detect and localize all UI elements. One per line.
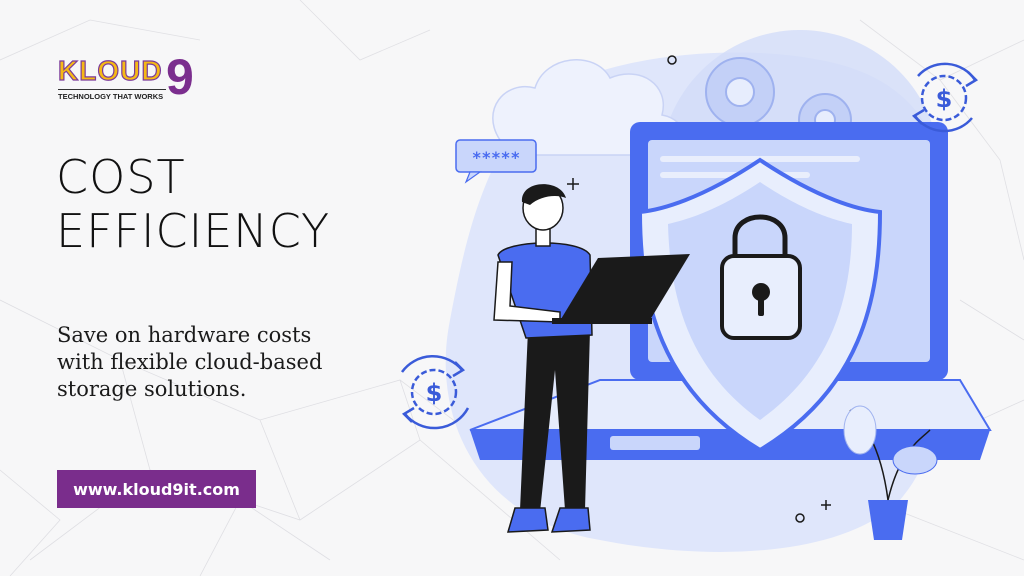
password-bubble-text: ***** [472,148,520,167]
dollar-gear-cycle-icon-left: $ [400,355,470,430]
svg-text:$: $ [426,379,443,407]
website-link-button[interactable]: www.kloud9it.com [57,470,256,508]
password-bubble: ***** [455,139,537,184]
kloud9-logo[interactable]: KLOUD 9 TECHNOLOGY THAT WORKS [57,52,193,104]
person-figure [493,184,690,533]
title-line-2: EFFICIENCY [56,204,331,258]
logo-wordmark: KLOUD [57,55,163,86]
description-line-1: Save on hardware costs [57,323,312,347]
decorative-sparkles [567,55,831,523]
gear-icon-large [705,57,775,127]
handheld-laptop [558,254,690,324]
plant-pot [843,405,938,540]
padlock-icon [720,214,802,340]
description-line-2: with flexible cloud-based [57,350,323,374]
logo-nine: 9 [166,49,194,105]
logo-tagline: TECHNOLOGY THAT WORKS [58,89,166,101]
description-text: Save on hardware costs with flexible clo… [57,322,387,403]
title-line-1: COST [56,150,186,204]
dollar-gear-cycle-icon-top: $ [911,62,979,133]
page-title: COST EFFICIENCY [56,150,330,258]
svg-text:$: $ [936,85,953,113]
description-line-3: storage solutions. [57,377,247,401]
